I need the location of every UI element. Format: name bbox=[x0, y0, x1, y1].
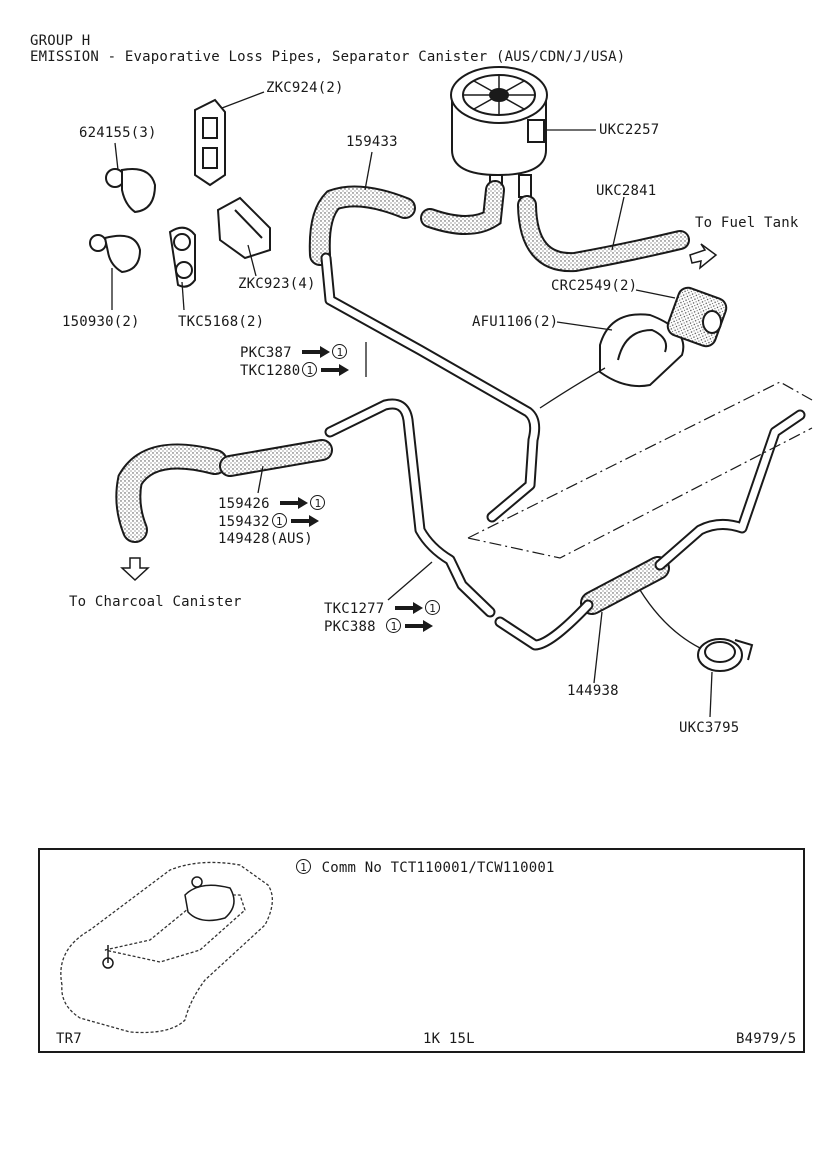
separator-canister bbox=[450, 66, 548, 198]
label-tkc1277: TKC1277 bbox=[324, 601, 385, 617]
label-pkc387: PKC387 bbox=[240, 345, 292, 361]
to-fuel-tank-arrow-icon bbox=[689, 243, 718, 270]
leader-lines bbox=[111, 91, 713, 718]
clip-624155-icon bbox=[105, 168, 157, 214]
label-tkc1280: TKC1280 bbox=[240, 363, 301, 379]
label-zkc924: ZKC924(2) bbox=[266, 80, 344, 96]
footnote-box bbox=[38, 848, 805, 1053]
clip-zkc923-icon bbox=[216, 196, 271, 260]
pipes bbox=[320, 252, 806, 651]
right-arrow-icon bbox=[405, 620, 434, 632]
clip-ukc3795-icon bbox=[697, 638, 754, 672]
callout-tkc1277: TKC1277 1 bbox=[324, 600, 442, 617]
note-marker-icon: 1 bbox=[302, 362, 318, 377]
label-144938: 144938 bbox=[567, 683, 619, 699]
clips bbox=[89, 98, 754, 672]
label-to-charcoal-canister: To Charcoal Canister bbox=[69, 594, 242, 610]
right-arrow-icon bbox=[302, 346, 331, 358]
note-marker-icon: 1 bbox=[332, 344, 348, 359]
label-ukc2841: UKC2841 bbox=[596, 183, 657, 199]
right-arrow-icon bbox=[290, 515, 319, 527]
right-arrow-icon bbox=[321, 364, 350, 376]
label-149428: 149428(AUS) bbox=[218, 531, 313, 547]
grommet-crc2549-icon bbox=[666, 286, 728, 348]
label-ukc3795: UKC3795 bbox=[679, 720, 740, 736]
label-ukc2257: UKC2257 bbox=[599, 122, 660, 138]
car-location-sketch bbox=[60, 861, 273, 1034]
car-fuel-tank-icon bbox=[102, 876, 235, 969]
label-159432: 159432 bbox=[218, 514, 270, 530]
model-label: TR7 bbox=[56, 1031, 82, 1047]
clip-zkc924-icon bbox=[194, 98, 226, 187]
note-marker-icon: 1 bbox=[296, 859, 311, 874]
callout-pkc387: PKC387 1 bbox=[240, 344, 349, 361]
reference-number: B4979/5 bbox=[736, 1031, 797, 1047]
footnote-line: 1 Comm No TCT110001/TCW110001 bbox=[294, 859, 555, 876]
clip-150930-icon bbox=[89, 234, 142, 274]
label-159433: 159433 bbox=[346, 134, 398, 150]
label-159426: 159426 bbox=[218, 496, 270, 512]
callout-pkc388: PKC388 1 bbox=[324, 618, 434, 635]
callout-159426: 159426 1 bbox=[218, 495, 327, 512]
note-marker-icon: 1 bbox=[310, 495, 326, 510]
label-to-fuel-tank: To Fuel Tank bbox=[695, 215, 799, 231]
note-marker-icon: 1 bbox=[425, 600, 441, 615]
to-charcoal-arrow-icon bbox=[120, 557, 150, 582]
right-arrow-icon bbox=[395, 602, 424, 614]
label-zkc923: ZKC923(4) bbox=[238, 276, 316, 292]
group-heading: GROUP H bbox=[30, 33, 91, 49]
boundary-line bbox=[467, 381, 813, 559]
hoses bbox=[115, 180, 690, 615]
label-afu1106: AFU1106(2) bbox=[472, 314, 559, 330]
page-code: 1K 15L bbox=[423, 1031, 475, 1047]
label-tkc5168: TKC5168(2) bbox=[178, 314, 265, 330]
label-624155: 624155(3) bbox=[79, 125, 157, 141]
label-150930: 150930(2) bbox=[62, 314, 140, 330]
note-marker-icon: 1 bbox=[386, 618, 402, 633]
label-crc2549: CRC2549(2) bbox=[551, 278, 638, 294]
page-title: EMISSION - Evaporative Loss Pipes, Separ… bbox=[30, 49, 626, 65]
label-pkc388: PKC388 bbox=[324, 619, 376, 635]
right-arrow-icon bbox=[280, 497, 309, 509]
clip-tkc5168-icon bbox=[168, 226, 196, 288]
footnote-text: Comm No TCT110001/TCW110001 bbox=[321, 860, 555, 876]
note-marker-icon: 1 bbox=[271, 513, 287, 528]
